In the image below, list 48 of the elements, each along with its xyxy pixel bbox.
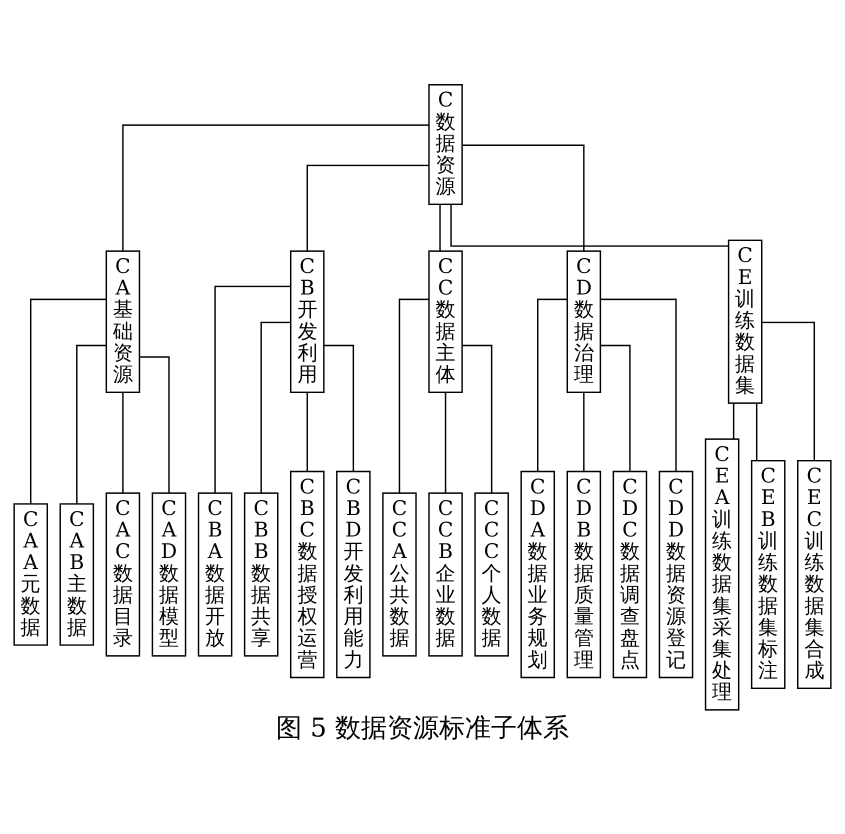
node-box: CAD数据模型 [152, 492, 186, 656]
connector [260, 321, 291, 492]
node-box: CCB企业数据 [428, 492, 463, 656]
node-box: CAB主数据 [60, 502, 94, 646]
node-box: CB开发利用 [290, 250, 325, 393]
node-box: CCA公共数据 [382, 492, 417, 656]
connector [306, 392, 308, 471]
node-box: CAA元数据 [13, 502, 48, 646]
connector [600, 344, 631, 471]
connector [122, 392, 124, 492]
node-box: CD数据治理 [566, 250, 602, 393]
node-box: CDB数据质量管理 [566, 470, 602, 678]
connector [306, 164, 429, 250]
node-box: CAC数据目录 [106, 492, 140, 656]
connector [462, 344, 492, 493]
node-box: CDD数据资源登记 [658, 470, 694, 678]
connector [762, 321, 816, 460]
connector [324, 344, 354, 471]
connector [462, 144, 585, 250]
connector [398, 298, 429, 493]
node-box: CA基础资源 [106, 250, 140, 393]
node-box: CBA数据开放 [198, 492, 232, 656]
connector [600, 298, 677, 471]
connector [450, 204, 728, 246]
node-box: CBB数据共享 [244, 492, 278, 656]
node-box: CE训练数据集 [728, 239, 762, 404]
node-box: CCC个人数据 [474, 492, 509, 656]
node-box: CBD开发利用能力 [336, 470, 371, 678]
connector [444, 392, 446, 492]
connector [732, 403, 734, 438]
connector [140, 356, 170, 492]
node-box: CC数据主体 [428, 250, 463, 393]
connector [122, 124, 429, 250]
connector [756, 403, 758, 460]
node-box: CBC数据授权运营 [290, 470, 325, 678]
connector [214, 285, 290, 493]
node-box: CDA数据业务规划 [520, 470, 556, 678]
node-box: CDC数据调查盘点 [612, 470, 648, 678]
connector [537, 298, 568, 471]
node-box: C数据资源 [428, 84, 463, 205]
connector [583, 392, 585, 471]
node-box: CEC训练数据集合成 [797, 460, 832, 689]
connector [30, 298, 106, 504]
connector [439, 204, 441, 250]
caption: 图 5 数据资源标准子体系 [276, 712, 569, 743]
node-box: CEA训练数据集采集处理 [704, 438, 740, 710]
connector [76, 344, 106, 504]
node-box: CEB训练数据集标注 [750, 460, 786, 689]
